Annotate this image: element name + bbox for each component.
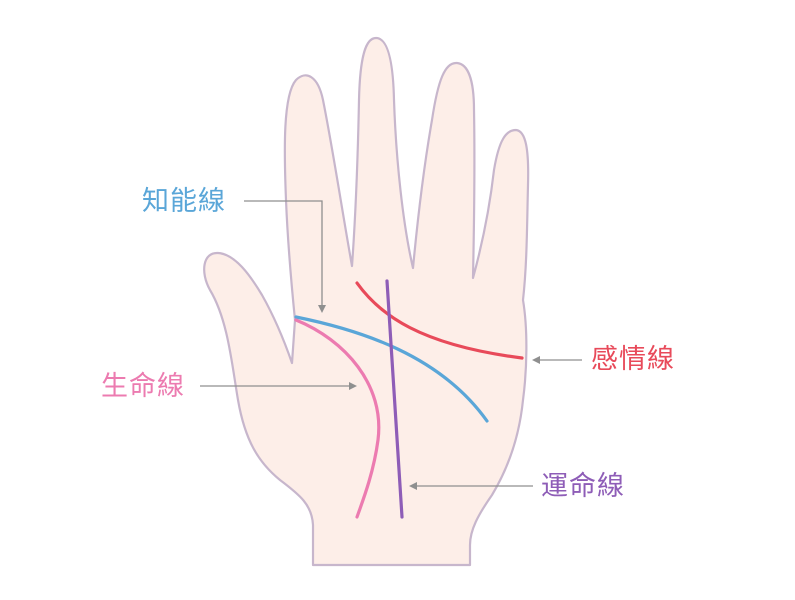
- heart-line-label: 感情線: [591, 344, 675, 375]
- head-line-arrow-icon: [318, 305, 326, 313]
- fate-line: [385, 279, 404, 519]
- fate-line-label: 運命線: [541, 471, 625, 502]
- life-line-arrow-icon: [349, 382, 357, 390]
- head-line: [294, 315, 489, 423]
- head-line-label: 知能線: [142, 186, 226, 217]
- head-line-leader: [244, 200, 323, 306]
- life-line-label: 生命線: [101, 371, 185, 402]
- life-line: [294, 318, 381, 519]
- heart-line-arrow-icon: [532, 356, 540, 364]
- heart-line: [355, 281, 524, 360]
- hand-outline: [203, 36, 530, 567]
- fate-line-arrow-icon: [409, 482, 417, 490]
